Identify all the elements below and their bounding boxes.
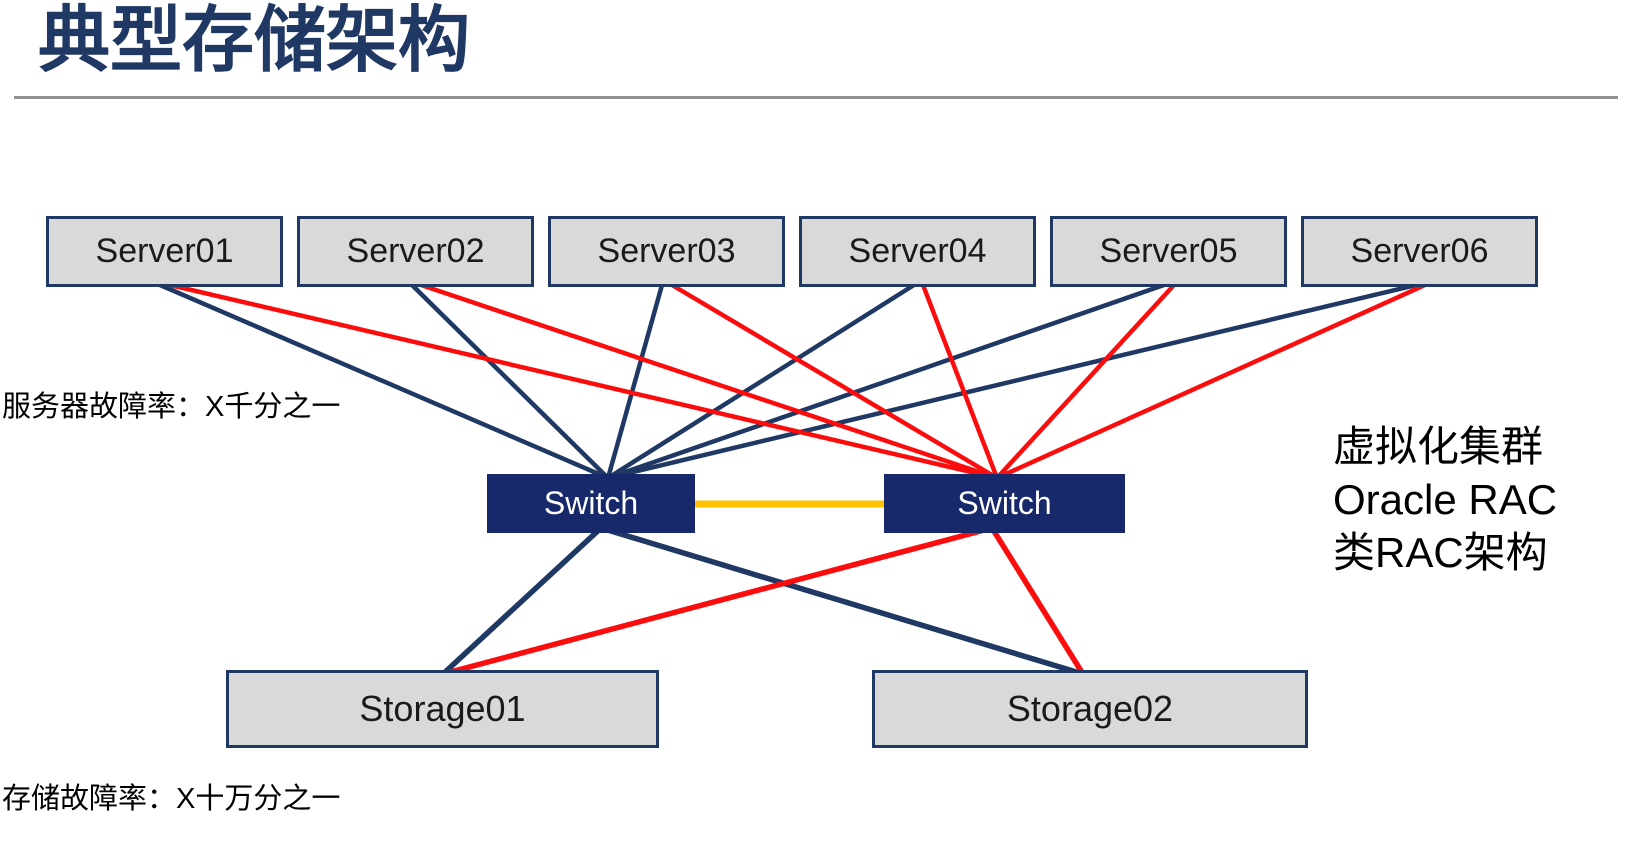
server-failure-rate-note: 服务器故障率：X千分之一 <box>2 391 341 423</box>
right-switch-box: Switch <box>884 474 1125 533</box>
server-label: Server04 <box>848 232 987 270</box>
server-box-06: Server06 <box>1301 216 1538 287</box>
server-label: Server05 <box>1099 232 1238 270</box>
server-label: Server01 <box>95 232 234 270</box>
link-server03-left-switch <box>605 284 665 479</box>
server-label: Server03 <box>597 232 736 270</box>
cluster-note-line-3: 类RAC架构 <box>1333 529 1548 576</box>
link-server02-left-switch <box>410 283 610 480</box>
server-box-02: Server02 <box>297 216 534 287</box>
title-divider <box>14 96 1618 99</box>
server-to-right-switch-links <box>169 282 1426 481</box>
server-box-01: Server01 <box>46 216 283 287</box>
switch-to-storage-links <box>441 525 1086 677</box>
switch-label: Switch <box>543 485 639 521</box>
link-server04-left-switch <box>606 283 916 480</box>
storage-box-01: Storage01 <box>226 670 659 748</box>
link-server04-right-switch <box>920 284 1000 479</box>
server-box-03: Server03 <box>548 216 785 287</box>
link-left-switch-storage02 <box>600 525 1084 677</box>
link-right-switch-storage02 <box>989 526 1086 676</box>
link-server01-right-switch <box>169 282 998 481</box>
cluster-note: 虚拟化集群 Oracle RAC 类RAC架构 <box>1333 420 1557 579</box>
server-label: Server02 <box>346 232 485 270</box>
link-server05-right-switch <box>995 283 1176 480</box>
link-server06-right-switch <box>996 282 1426 481</box>
storage-box-02: Storage02 <box>872 670 1308 748</box>
storage-label: Storage02 <box>1006 688 1174 729</box>
server-to-left-switch-links <box>159 282 1417 481</box>
left-switch-box: Switch <box>487 474 695 533</box>
cluster-note-line-1: 虚拟化集群 <box>1333 423 1544 470</box>
link-server06-left-switch <box>607 282 1417 481</box>
server-label: Server06 <box>1350 232 1489 270</box>
link-server02-right-switch <box>420 282 998 481</box>
cluster-note-line-2: Oracle RAC <box>1333 476 1558 523</box>
switch-label: Switch <box>957 485 1052 521</box>
page-title: 典型存储架构 <box>38 1 471 81</box>
link-server03-right-switch <box>670 283 999 480</box>
server-box-04: Server04 <box>799 216 1036 287</box>
link-left-switch-storage01 <box>441 525 603 677</box>
link-server01-left-switch <box>159 282 609 481</box>
link-server05-left-switch <box>607 282 1165 481</box>
storage-failure-rate-note: 存储故障率：X十万分之一 <box>2 783 341 815</box>
link-right-switch-storage01 <box>442 525 993 677</box>
server-box-05: Server05 <box>1050 216 1287 287</box>
storage-label: Storage01 <box>359 688 526 729</box>
